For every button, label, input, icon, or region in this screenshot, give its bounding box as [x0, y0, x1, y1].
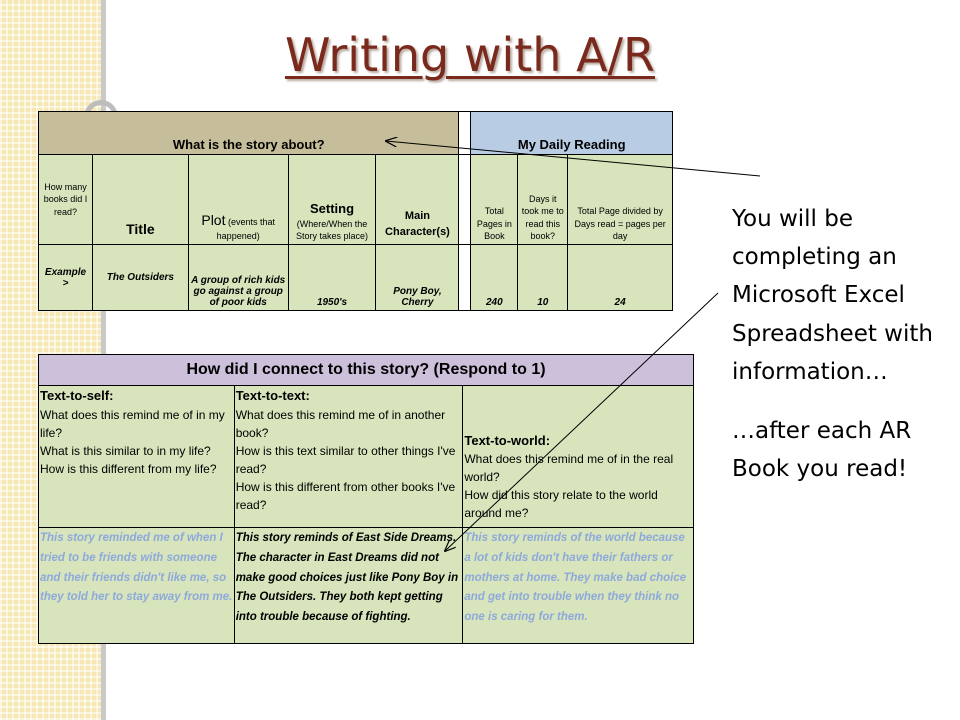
connection-heading: How did I connect to this story? (Respon… — [38, 354, 694, 386]
text-to-self-answer: This story reminded me of when I tried t… — [40, 532, 233, 604]
text-to-world-question: How did this story relate to the world a… — [464, 488, 658, 521]
spacer-cell — [458, 154, 472, 245]
pages-per-day-header: Total Page divided by Days read = pages … — [567, 154, 673, 245]
setting-label: Setting — [310, 200, 355, 216]
example-label: Example > — [38, 244, 93, 311]
text-to-text-question: How is this text similar to other things… — [235, 443, 456, 476]
instruction-note-line: …after each AR Book you read! — [732, 417, 912, 483]
text-to-self-question: What does this remind me of in my life? — [40, 407, 225, 440]
text-to-self-prompt: Text-to-self: What does this remind me o… — [38, 385, 235, 528]
text-to-text-answer: This story reminds of East Side Dreams. … — [235, 532, 459, 624]
text-to-text-prompt: Text-to-text: What does this remind me o… — [233, 385, 464, 528]
plot-label: Plot — [201, 211, 226, 228]
text-to-self-question: What is this similar to in my life? — [40, 443, 211, 458]
instruction-note-line: You will be completing an Microsoft Exce… — [732, 206, 933, 385]
text-to-self-answer-cell: This story reminded me of when I tried t… — [38, 527, 235, 644]
spacer-cell — [458, 244, 472, 311]
page-title: Writing with A/R — [284, 28, 656, 82]
example-plot: A group of rich kids go against a group … — [187, 244, 289, 311]
story-about-header: What is the story about? — [37, 111, 460, 155]
text-to-world-prompt: Text-to-world: What does this remind me … — [462, 385, 694, 528]
total-pages-header: Total Pages in Book — [470, 154, 519, 245]
example-setting: 1950's — [287, 244, 377, 311]
example-pages-per-day: 24 — [567, 244, 673, 311]
example-characters: Pony Boy, Cherry — [375, 244, 460, 311]
how-many-header: How many books did I read? — [38, 154, 93, 245]
title-header: Title — [91, 154, 189, 245]
days-header: Days it took me to read this book? — [517, 154, 569, 245]
text-to-text-label: Text-to-text: — [235, 388, 310, 403]
instruction-note: You will be completing an Microsoft Exce… — [732, 200, 952, 488]
setting-header: Setting (Where/When the Story takes plac… — [287, 154, 377, 245]
text-to-world-label: Text-to-world: — [464, 432, 551, 448]
connection-table: How did I connect to this story? (Respon… — [38, 354, 694, 644]
text-to-text-answer-cell: This story reminds of East Side Dreams. … — [233, 527, 464, 644]
example-total-pages: 240 — [470, 244, 519, 311]
text-to-self-question: How is this different from my life? — [40, 461, 217, 476]
setting-note: (Where/When the Story takes place) — [296, 218, 369, 242]
reading-log-table: What is the story about? My Daily Readin… — [37, 111, 673, 311]
text-to-world-question: What does this remind me of in the real … — [464, 452, 674, 485]
daily-reading-header: My Daily Reading — [470, 111, 673, 155]
plot-header: Plot (events that happened) — [187, 154, 289, 245]
text-to-world-answer-cell: This story reminds of the world because … — [462, 527, 694, 644]
text-to-text-question: How is this different from other books I… — [235, 479, 456, 512]
plot-note: (events that happened) — [216, 216, 276, 242]
example-days: 10 — [517, 244, 569, 311]
text-to-world-answer: This story reminds of the world because … — [464, 532, 687, 624]
main-characters-header: Main Character(s) — [375, 154, 460, 245]
text-to-text-question: What does this remind me of in another b… — [235, 407, 446, 440]
spacer-cell — [458, 111, 472, 155]
example-title: The Outsiders — [91, 244, 189, 311]
text-to-self-label: Text-to-self: — [40, 388, 114, 403]
